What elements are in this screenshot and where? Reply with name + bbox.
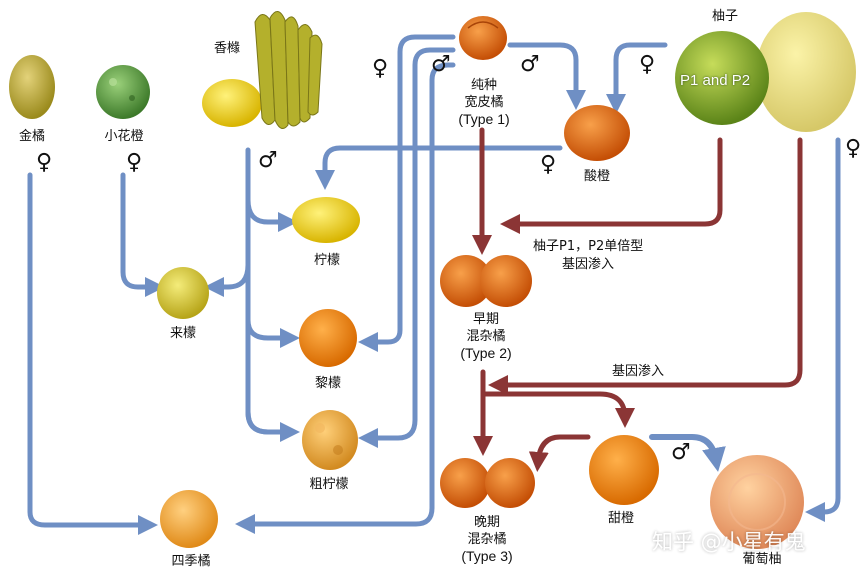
arrow-pummelo-haplotype: [500, 137, 723, 234]
female-symbol-papeda: ♀: [126, 150, 143, 175]
male-symbol-citron: ♂: [258, 148, 278, 173]
label-late-line2: 混杂橘: [467, 532, 507, 547]
label-grapefruit: 葡萄柚: [742, 552, 782, 567]
label-early-line1: 早期: [472, 312, 499, 327]
arrow-pummelo-to-grapefruit: [805, 137, 841, 522]
label-limonia: 黎檬: [314, 376, 341, 391]
label-kumquat: 金橘: [18, 129, 45, 144]
arrow-sour-to-lemon: [315, 145, 563, 190]
watermark: 知乎 @小星有鬼: [652, 530, 806, 554]
label-mandarin-line3: (Type 1): [458, 111, 510, 127]
early-hybrid-fruit: [440, 255, 532, 307]
label-pummelo: 柚子: [711, 9, 738, 24]
arrow-sweet-to-late: [528, 434, 591, 472]
limonia-fruit: [299, 309, 357, 367]
male-symbol-mandarin-right: ♂: [520, 52, 540, 77]
label-mandarin-line1: 纯种: [470, 78, 497, 93]
male-symbol-mandarin-left: ♂: [431, 52, 451, 77]
note-introgression: 基因渗入: [612, 364, 665, 379]
arrow-sweet-to-grapefruit: [649, 434, 726, 472]
label-sweet-orange: 甜橙: [607, 511, 634, 526]
label-citron: 香橼: [213, 41, 240, 56]
calamondin-fruit: [160, 490, 218, 548]
label-late-hybrid: 晚期 混杂橘 (Type 3): [443, 514, 531, 565]
male-symbol-sweet-orange: ♂: [671, 440, 691, 465]
label-lemon: 柠檬: [313, 253, 340, 268]
sweet-orange-fruit: [589, 435, 659, 505]
arrow-citron-to-lime: [204, 262, 251, 297]
arrow-mandarin-to-rough: [358, 47, 456, 448]
arrow-mandarin-to-limonia: [358, 34, 456, 352]
arrow-papeda-to-lime: [120, 172, 165, 297]
label-late-line3: (Type 3): [461, 548, 513, 564]
kumquat-fruit: [9, 55, 55, 119]
label-mandarin-line2: 宽皮橘: [464, 95, 504, 110]
label-mandarin-type1: 纯种 宽皮橘 (Type 1): [440, 77, 528, 128]
label-calamondin: 四季橘: [171, 554, 211, 569]
arrow-citron-to-rough: [245, 409, 300, 442]
female-symbol-mandarin-left: ♀: [372, 56, 389, 81]
label-rough-lemon: 粗柠檬: [309, 477, 349, 492]
arrow-pummelo-to-sour: [606, 42, 668, 114]
label-early-line2: 混杂橘: [466, 329, 506, 344]
note-pummelo-haplotype-line1: 柚子P1，P2单倍型: [533, 239, 644, 254]
arrow-mandarin-to-sour: [507, 42, 586, 110]
label-mexican-lime: 来檬: [169, 326, 196, 341]
note-pummelo-haplotype-line2: 基因渗入: [562, 257, 615, 272]
grapefruit-fruit: [710, 455, 804, 549]
arrow-kumquat-to-calamondin: [27, 172, 158, 535]
lemon-fruit: [292, 197, 360, 243]
arrow-introgression: [488, 137, 803, 395]
citron-trunk: [245, 147, 293, 435]
female-symbol-pummelo: ♀: [639, 52, 656, 77]
papeda-fruit: [96, 65, 150, 119]
arrow-mandarin-to-calamondin: [235, 62, 456, 534]
rough-lemon-fruit: [302, 410, 358, 470]
late-hybrid-fruit: [440, 458, 535, 508]
label-early-hybrid: 早期 混杂橘 (Type 2): [442, 311, 530, 362]
female-symbol-kumquat: ♀: [36, 150, 53, 175]
pummelo-fruit: [675, 12, 856, 132]
label-early-line3: (Type 2): [460, 345, 512, 361]
mexican-lime-fruit: [157, 267, 209, 319]
blue-arrows: [27, 34, 841, 535]
sour-orange-fruit: [564, 105, 630, 161]
label-sour-orange: 酸橙: [583, 169, 610, 184]
female-symbol-sour-orange: ♀: [540, 152, 557, 177]
citron-fruit: [202, 11, 323, 130]
arrow-citron-to-lemon: [245, 197, 298, 232]
label-papeda: 小花橙: [104, 129, 144, 144]
label-pummelo-p1-p2: P1 and P2: [680, 72, 751, 89]
red-arrows: [472, 127, 803, 472]
arrow-citron-to-limonia: [245, 317, 300, 348]
arrow-early-to-sweet: [480, 391, 635, 428]
female-symbol-grapefruit: ♀: [845, 136, 862, 161]
mandarin-type1-fruit: [459, 16, 507, 60]
label-late-line1: 晚期: [473, 515, 500, 530]
